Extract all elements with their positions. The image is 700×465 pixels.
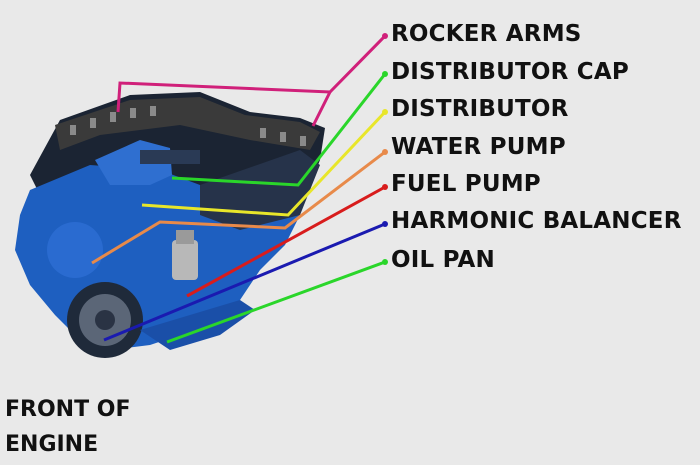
endpoint-distributor	[382, 109, 388, 115]
label-oil-pan: OIL PAN	[391, 247, 495, 273]
leader-endpoints	[382, 33, 388, 265]
leader-distributor	[141, 110, 387, 217]
label-distributor-cap: DISTRIBUTOR CAP	[391, 59, 629, 85]
leader-oil-pan	[166, 260, 386, 344]
leader-water-pump	[91, 150, 386, 265]
endpoint-water-pump	[382, 149, 388, 155]
leader-fuel-pump	[186, 185, 386, 298]
label-fuel-pump: FUEL PUMP	[391, 171, 541, 197]
leader-rocker-arms-2	[311, 91, 332, 127]
caption-engine: ENGINE	[5, 432, 99, 457]
endpoint-oil-pan	[382, 259, 388, 265]
caption-front-of: FRONT OF	[5, 397, 131, 422]
endpoint-distributor-cap	[382, 71, 388, 77]
endpoint-rocker-arms	[382, 33, 388, 39]
label-water-pump: WATER PUMP	[391, 134, 566, 160]
leader-harmonic-balancer	[103, 222, 386, 342]
endpoint-harmonic-balancer	[382, 221, 388, 227]
leader-distributor-cap	[171, 73, 387, 187]
label-rocker-arms: ROCKER ARMS	[391, 21, 582, 47]
label-distributor: DISTRIBUTOR	[391, 96, 569, 122]
endpoint-fuel-pump	[382, 184, 388, 190]
leader-lines	[91, 34, 387, 344]
engine-illustration	[15, 92, 325, 358]
label-harmonic-balancer: HARMONIC BALANCER	[391, 208, 682, 234]
leader-rocker-arms	[116, 34, 387, 113]
